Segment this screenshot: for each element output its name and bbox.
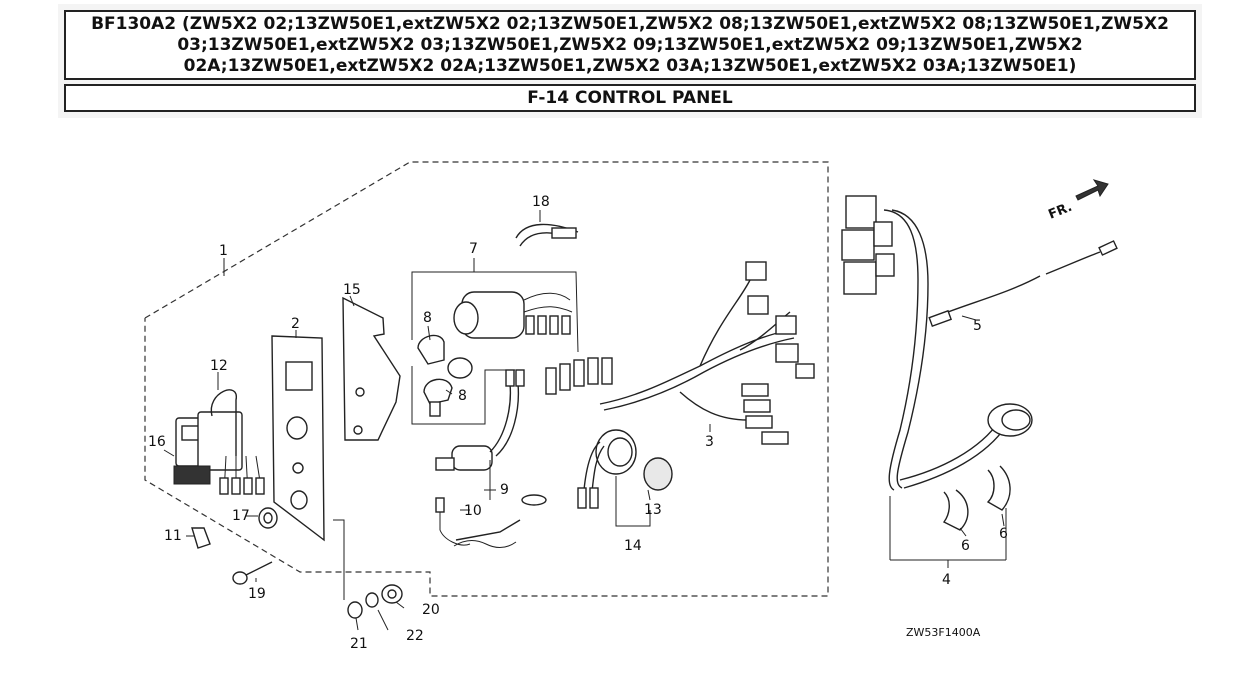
callout-19: 19 — [248, 586, 266, 602]
callout-8a: 8 — [423, 310, 432, 326]
callout-3: 3 — [705, 434, 714, 450]
part-main-harness[interactable] — [545, 261, 815, 445]
callout-4: 4 — [942, 572, 951, 588]
part-lanyard[interactable] — [435, 494, 547, 548]
callout-8b: 8 — [458, 388, 467, 404]
callout-11: 11 — [164, 528, 182, 544]
model-title: BF130A2 (ZW5X2 02;13ZW50E1,extZW5X2 02;1… — [64, 10, 1196, 80]
callout-17: 17 — [232, 508, 250, 524]
callout-2: 2 — [291, 316, 300, 332]
callout-12: 12 — [210, 358, 228, 374]
leader-lines — [163, 210, 1005, 631]
callout-6b: 6 — [999, 526, 1008, 542]
part-cable[interactable] — [928, 240, 1118, 328]
part-ignition-switch-group[interactable] — [411, 271, 579, 425]
part-clamp[interactable] — [515, 223, 579, 247]
callout-6a: 6 — [961, 538, 970, 554]
part-bracket[interactable] — [342, 296, 401, 441]
callout-labels: 1 2 3 4 5 6 6 7 8 8 9 10 11 12 13 14 15 … — [148, 194, 1008, 652]
callout-10: 10 — [464, 503, 482, 519]
front-direction-indicator: FR. — [1046, 179, 1109, 223]
callout-14: 14 — [624, 538, 642, 554]
callout-7: 7 — [469, 241, 478, 257]
callout-18: 18 — [532, 194, 550, 210]
drawing-code: ZW53F1400A — [906, 626, 981, 639]
callout-22: 22 — [406, 628, 424, 644]
front-direction-label: FR. — [1046, 200, 1074, 223]
part-stop-switch[interactable] — [435, 369, 525, 471]
callout-5: 5 — [973, 318, 982, 334]
callout-21: 21 — [350, 636, 368, 652]
part-panel-plate[interactable] — [271, 335, 325, 542]
part-extension-harness[interactable] — [841, 195, 1033, 561]
section-title: F-14 CONTROL PANEL — [64, 84, 1196, 112]
callout-13: 13 — [644, 502, 662, 518]
callout-16: 16 — [148, 434, 166, 450]
part-hardware[interactable] — [191, 507, 403, 619]
callout-1: 1 — [219, 243, 228, 259]
callout-9: 9 — [500, 482, 509, 498]
callout-20: 20 — [422, 602, 440, 618]
assembly-outline — [144, 161, 829, 597]
part-buzzer[interactable] — [577, 429, 673, 509]
callout-15: 15 — [343, 282, 361, 298]
part-switch-assembly[interactable] — [173, 389, 265, 495]
